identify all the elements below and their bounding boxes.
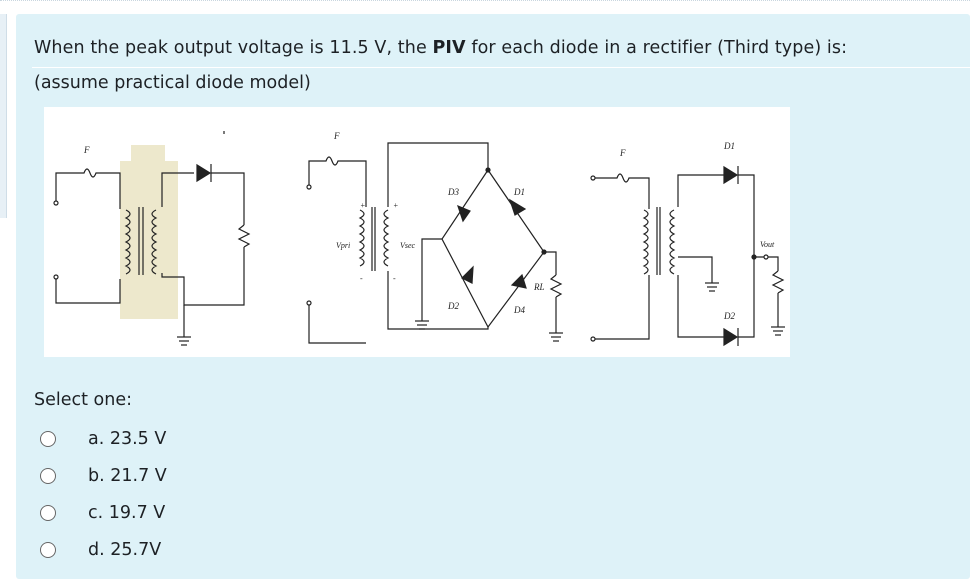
bridge-primary-lead xyxy=(308,156,367,207)
third-primary-return xyxy=(595,275,650,340)
secondary-coil xyxy=(151,209,158,275)
question-info-tab xyxy=(0,14,7,218)
upper-to-load xyxy=(211,172,245,225)
top-dotted-border xyxy=(0,0,970,1)
option-d[interactable]: d. 25.7V xyxy=(40,531,167,568)
bridge-load-resistor xyxy=(549,274,563,298)
bridge-ground-lead xyxy=(421,238,442,321)
question-text: When the peak output voltage is 11.5 V, … xyxy=(34,38,847,58)
bridge-top-lead xyxy=(387,142,489,207)
d4-label: D4 xyxy=(513,305,525,315)
diode-d4 xyxy=(510,273,527,289)
third-output-lead xyxy=(768,256,779,271)
diode-1 xyxy=(196,163,212,183)
bridge-secondary-coil xyxy=(383,209,390,267)
minus-label: - xyxy=(393,274,396,283)
d2-label: D2 xyxy=(723,311,735,321)
third-lower-rail xyxy=(738,257,755,338)
bridge-output-lead xyxy=(544,251,557,275)
option-label: d. 25.7V xyxy=(88,539,162,560)
diode-d3 xyxy=(457,204,471,223)
rectifier-circuits-figure: F F F D3 D1 D2 D4 RL Vpri Vsec + + - - D… xyxy=(44,107,790,357)
diode-d2-third xyxy=(723,327,739,347)
d1-label: D1 xyxy=(723,141,735,151)
load-resistor xyxy=(237,224,251,248)
option-c[interactable]: c. 19.7 V xyxy=(40,494,167,531)
option-label: b. 21.7 V xyxy=(88,465,167,486)
secondary-upper xyxy=(161,172,194,207)
transformer-core-highlight xyxy=(120,145,178,319)
radio-button[interactable] xyxy=(40,504,56,521)
plus-label: + xyxy=(393,201,398,210)
vout-label: Vout xyxy=(760,240,775,249)
diode-d2 xyxy=(460,265,474,284)
vsec-label: Vsec xyxy=(400,241,416,250)
option-label: a. 23.5 V xyxy=(88,428,167,449)
diode-d1-third xyxy=(723,165,739,185)
radio-button[interactable] xyxy=(40,467,56,484)
rl-label: RL xyxy=(533,282,545,292)
fuse-label: F xyxy=(333,131,340,141)
d3-label: D3 xyxy=(447,187,459,197)
fuse-label: F xyxy=(619,148,626,158)
bridge-diamond xyxy=(441,168,545,329)
vpri-label: Vpri xyxy=(336,241,350,250)
third-center-tap xyxy=(678,256,713,283)
bridge-primary-coil xyxy=(358,209,365,267)
piv-term: PIV xyxy=(432,38,466,58)
separator xyxy=(32,67,970,68)
third-primary-coil xyxy=(642,209,649,275)
third-rectifier xyxy=(590,165,785,347)
question-text-panel: When the peak output voltage is 11.5 V, … xyxy=(16,14,970,579)
bridge-bottom-lead xyxy=(387,271,489,330)
third-upper xyxy=(677,174,724,207)
primary-return xyxy=(55,279,121,304)
option-a[interactable]: a. 23.5 V xyxy=(40,420,167,457)
radio-button[interactable] xyxy=(40,541,56,558)
minus-label: - xyxy=(360,274,363,283)
option-b[interactable]: b. 21.7 V xyxy=(40,457,167,494)
bridge-primary-return xyxy=(308,305,366,344)
third-secondary-coil xyxy=(669,209,676,275)
question-text-part: for each diode in a rectifier (Third typ… xyxy=(465,38,848,58)
d2-label: D2 xyxy=(447,301,459,311)
question-text-part: When the peak output voltage is 11.5 V, … xyxy=(34,38,433,58)
center-tapped-rectifier xyxy=(53,131,251,346)
third-load xyxy=(771,270,785,294)
diode-d1 xyxy=(508,198,527,216)
radio-button[interactable] xyxy=(40,430,56,447)
bridge-rectifier xyxy=(306,142,563,344)
fuse-label: F xyxy=(83,145,90,155)
select-one-prompt: Select one: xyxy=(34,390,133,410)
third-lower xyxy=(677,275,724,338)
answer-options: a. 23.5 V b. 21.7 V c. 19.7 V d. 25.7V xyxy=(40,420,167,568)
third-output-rail xyxy=(738,174,764,258)
question-note: (assume practical diode model) xyxy=(34,73,311,93)
primary-coil xyxy=(124,209,131,275)
option-label: c. 19.7 V xyxy=(88,502,166,523)
load-return xyxy=(161,247,245,306)
primary-lead xyxy=(55,168,121,209)
d1-label: D1 xyxy=(513,187,525,197)
third-primary-lead xyxy=(595,173,650,209)
plus-label: + xyxy=(360,201,365,210)
